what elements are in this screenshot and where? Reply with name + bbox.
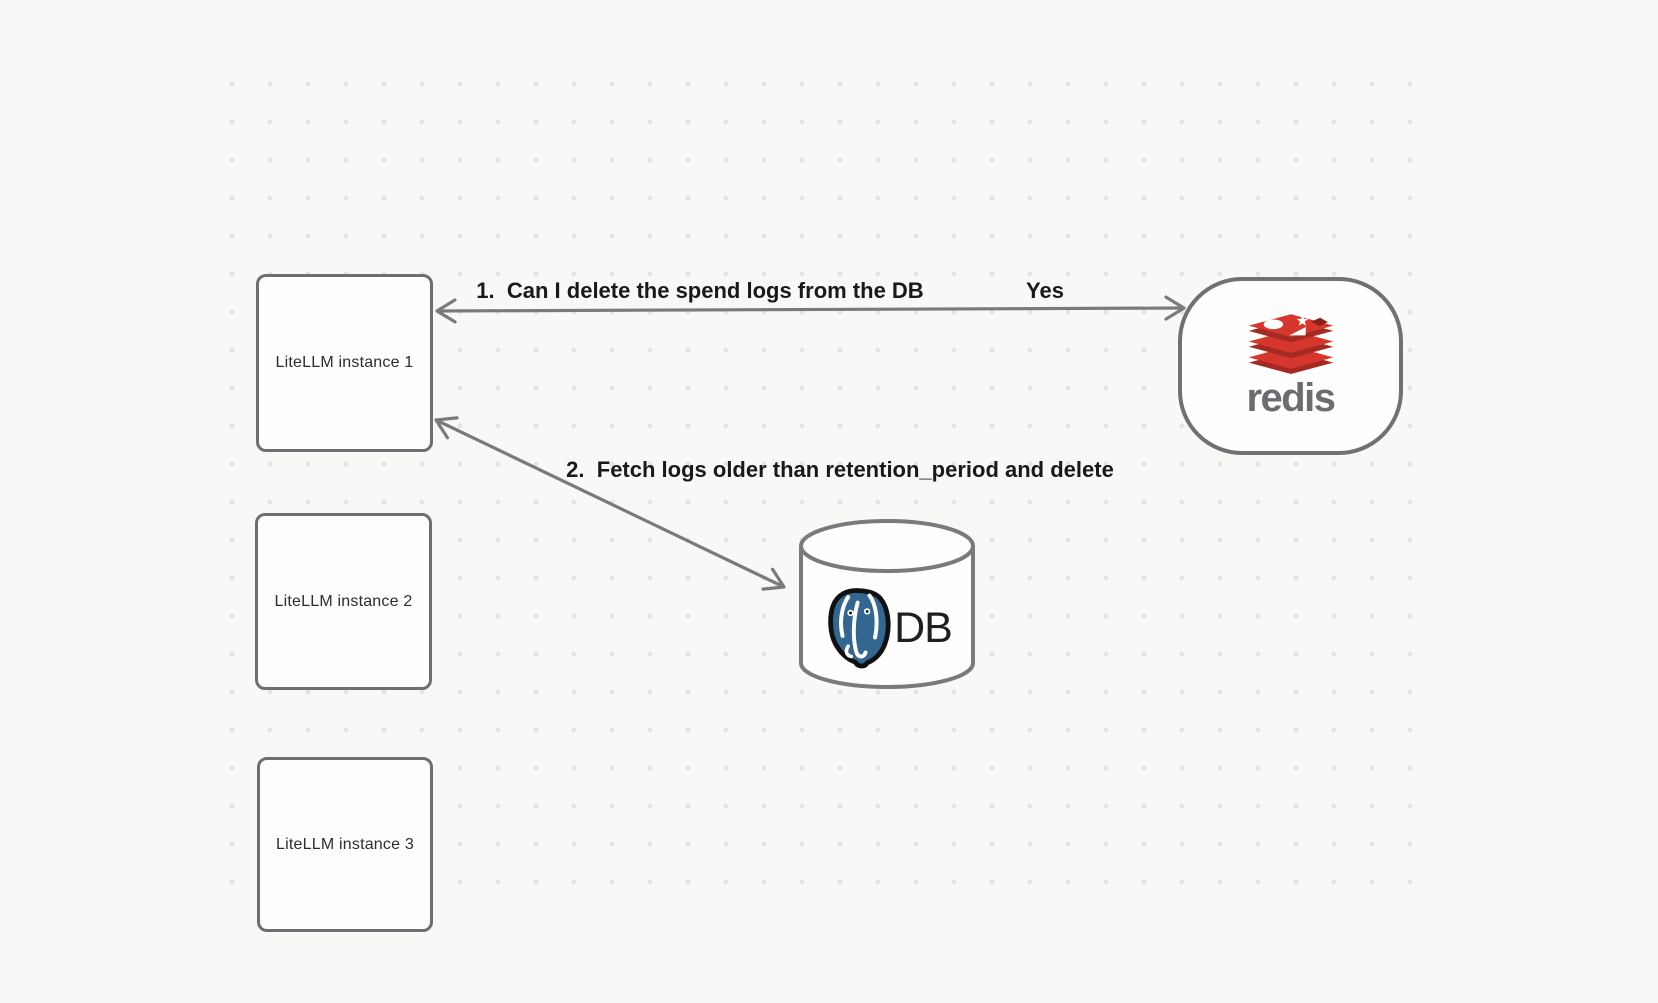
- node-litellm-instance-3[interactable]: LiteLLM instance 3: [257, 757, 433, 932]
- node-litellm-instance-3-label: LiteLLM instance 3: [276, 835, 414, 853]
- redis-logo-icon: [1248, 314, 1333, 375]
- node-database[interactable]: DB: [798, 518, 976, 690]
- edge-1-label[interactable]: 1. Can I delete the spend logs from the …: [476, 278, 924, 303]
- postgresql-logo-icon: [828, 588, 891, 669]
- node-litellm-instance-1[interactable]: LiteLLM instance 1: [256, 274, 433, 452]
- node-litellm-instance-2[interactable]: LiteLLM instance 2: [255, 513, 432, 690]
- edge-arrow-db[interactable]: [434, 416, 786, 591]
- edge-2-label[interactable]: 2. Fetch logs older than retention_perio…: [566, 457, 1114, 482]
- node-litellm-instance-2-label: LiteLLM instance 2: [274, 592, 413, 610]
- edge-arrow-redis[interactable]: [435, 295, 1186, 324]
- edge-1-response-label[interactable]: Yes: [1026, 278, 1064, 303]
- db-label: DB: [894, 603, 953, 652]
- node-redis[interactable]: redis: [1178, 277, 1403, 455]
- redis-wordmark: redis: [1246, 376, 1336, 420]
- node-litellm-instance-1-label: LiteLLM instance 1: [275, 354, 414, 371]
